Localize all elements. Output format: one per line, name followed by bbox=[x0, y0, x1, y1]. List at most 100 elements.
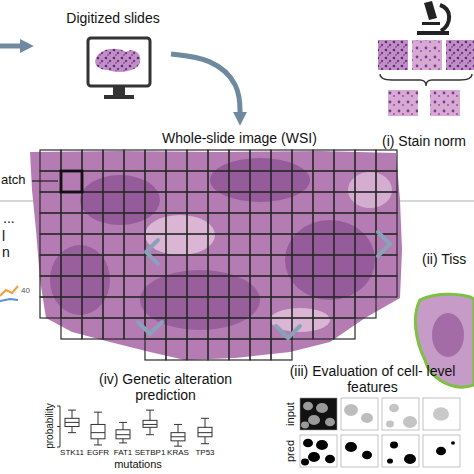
monitor-screen bbox=[88, 38, 150, 86]
tissue-body bbox=[30, 151, 402, 360]
row-label: pred bbox=[285, 440, 296, 462]
flow-arrow bbox=[171, 54, 240, 116]
chevron bbox=[378, 232, 390, 256]
tick-label: STK11 bbox=[60, 449, 84, 457]
incoming-arrow bbox=[0, 44, 24, 49]
whisker-cap bbox=[119, 442, 127, 443]
grid-cell bbox=[250, 297, 271, 318]
grid-cell bbox=[208, 234, 229, 255]
cell-blob bbox=[316, 440, 328, 450]
chevron bbox=[276, 326, 300, 338]
chevron bbox=[138, 322, 162, 334]
box bbox=[171, 433, 185, 441]
cell-blob bbox=[345, 442, 357, 452]
branch-box: (i) Stain norm bbox=[378, 131, 472, 151]
grid-cell bbox=[229, 255, 250, 276]
grid-cell bbox=[271, 297, 292, 318]
grid-cell bbox=[124, 255, 145, 276]
whisker-cap bbox=[119, 422, 127, 423]
axis-title: probability bbox=[45, 403, 55, 449]
box-whisker bbox=[198, 418, 212, 443]
tick-label: FAT1 bbox=[114, 449, 133, 457]
grid-cell bbox=[61, 255, 82, 276]
monitor-icon bbox=[88, 38, 150, 99]
grid-cell bbox=[334, 297, 355, 318]
axis-tick bbox=[57, 406, 60, 407]
patch-grid bbox=[40, 150, 397, 360]
grid-cell bbox=[124, 213, 145, 234]
grid-cell bbox=[355, 171, 376, 192]
grid-cell bbox=[355, 192, 376, 213]
microscope-stage bbox=[422, 22, 440, 25]
grid-cell bbox=[124, 192, 145, 213]
grid-cell bbox=[355, 255, 376, 276]
box-plot bbox=[57, 406, 212, 447]
median bbox=[65, 422, 79, 423]
grid-cell bbox=[40, 276, 61, 297]
grid-cell bbox=[103, 318, 124, 339]
grid-cell bbox=[82, 213, 103, 234]
grid-cell bbox=[376, 234, 397, 255]
cell-blob bbox=[316, 403, 328, 413]
grid-cell bbox=[376, 192, 397, 213]
whisker-cap bbox=[146, 410, 154, 411]
box-whisker bbox=[171, 424, 185, 446]
tissue-region bbox=[210, 158, 310, 202]
grid-cell bbox=[313, 150, 334, 171]
grid-cell bbox=[103, 297, 124, 318]
axis-value: 40 bbox=[21, 287, 30, 295]
grid-cell bbox=[208, 171, 229, 192]
median bbox=[143, 424, 157, 425]
tile-ground bbox=[382, 435, 419, 467]
grid-cell bbox=[208, 150, 229, 171]
ellipsis-label: ... bbox=[3, 211, 15, 225]
microscope-icon bbox=[417, 1, 449, 35]
box bbox=[198, 427, 212, 436]
grid-cell bbox=[250, 192, 271, 213]
grid-cell bbox=[292, 255, 313, 276]
grid-cell bbox=[82, 255, 103, 276]
grid-cell bbox=[61, 276, 82, 297]
microscope-tube bbox=[424, 1, 437, 20]
grid-cell bbox=[208, 297, 229, 318]
median bbox=[91, 432, 105, 433]
branch-box: (iii) Evaluation of cell- level features bbox=[282, 361, 463, 397]
grid-cell bbox=[208, 192, 229, 213]
grid-cell bbox=[103, 255, 124, 276]
grid-cell bbox=[82, 150, 103, 171]
tissue-patch bbox=[430, 90, 460, 116]
whisker-cap bbox=[94, 444, 102, 445]
grid-cell bbox=[313, 276, 334, 297]
axis-tick bbox=[57, 426, 60, 427]
grid-cell bbox=[187, 213, 208, 234]
tile-ground bbox=[300, 435, 337, 467]
chevron bbox=[146, 240, 158, 264]
grid-cell bbox=[124, 234, 145, 255]
grid-cell bbox=[334, 150, 355, 171]
grid-cell bbox=[250, 213, 271, 234]
stage-title: (iii) Evaluation of cell- level features bbox=[286, 363, 459, 395]
grid-cell bbox=[376, 150, 397, 171]
grid-cell bbox=[355, 276, 376, 297]
grid-cell bbox=[250, 339, 271, 360]
branch-box: (ii) Tiss bbox=[418, 249, 472, 269]
whisker-cap bbox=[68, 410, 76, 411]
monitor-base bbox=[104, 95, 134, 99]
grid-cell bbox=[187, 255, 208, 276]
grid-cell bbox=[250, 150, 271, 171]
grid-cell bbox=[166, 297, 187, 318]
cell-blob bbox=[403, 416, 417, 428]
grid-cell bbox=[82, 234, 103, 255]
feature-tile bbox=[423, 398, 460, 430]
leader-line bbox=[32, 180, 58, 181]
grid-cell bbox=[292, 213, 313, 234]
grid-cell bbox=[292, 171, 313, 192]
cell-blob bbox=[308, 415, 320, 425]
feature-tile bbox=[300, 398, 337, 430]
grid-cell bbox=[229, 192, 250, 213]
grid-cell bbox=[166, 213, 187, 234]
grid-cell bbox=[334, 234, 355, 255]
cell-blob bbox=[387, 458, 393, 463]
grid-cell bbox=[103, 150, 124, 171]
grid-cell bbox=[271, 150, 292, 171]
